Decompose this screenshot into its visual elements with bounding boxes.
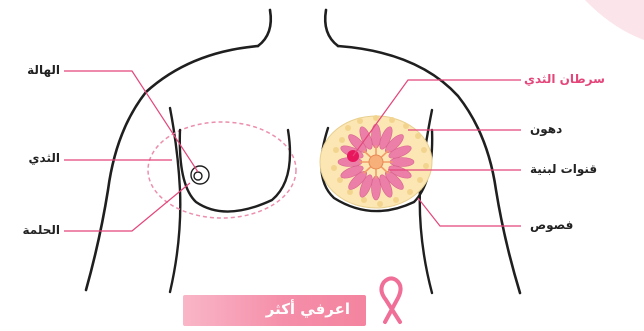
label-lobes: فصوص [530, 219, 573, 231]
pink-ribbon-icon [381, 278, 400, 322]
label-milk-ducts: قنوات لبنية [530, 163, 597, 175]
learn-more-banner[interactable]: اعرفي أكثر [183, 295, 366, 326]
corner-decoration [585, 0, 644, 40]
label-breast-cancer: سرطان الثدي [524, 73, 605, 85]
label-breast: الثدي [29, 152, 60, 164]
label-nipple: الحلمة [23, 224, 61, 236]
duct-center [369, 155, 383, 169]
neck-left-line [258, 10, 271, 46]
neck-right-line [325, 10, 338, 46]
torso-left-outline [86, 46, 258, 290]
learn-more-text[interactable]: اعرفي أكثر [266, 300, 350, 318]
nipple [194, 172, 202, 180]
left-breast-dashed-outline [148, 122, 296, 218]
leader-lines-left [64, 71, 198, 231]
label-fat: دهون [530, 123, 562, 135]
label-halo: الهالة [27, 64, 60, 76]
